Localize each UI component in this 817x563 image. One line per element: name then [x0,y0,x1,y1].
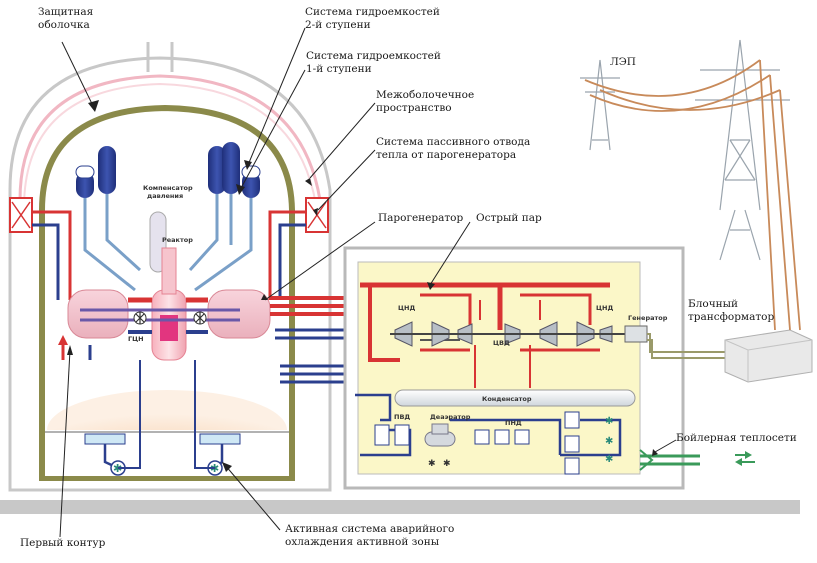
mcp-label: ГЦН [128,335,144,343]
pressurizer-label: Компенсатор [143,184,193,192]
svg-text:✱: ✱ [428,459,436,469]
generator [624,325,648,343]
steam-generator-right [207,289,271,339]
condenser [394,389,636,407]
power-cables [584,59,801,331]
label-power-line: ЛЭП [610,56,636,68]
lpc-left-label: ЦНД [398,304,415,312]
lpp-label: ПНД [505,419,522,427]
main-steam-lines [270,296,345,384]
svg-text:✱: ✱ [113,462,122,475]
hpp-label: ПВД [394,413,410,421]
leader-lines [59,27,677,538]
label-primary-circuit: Первый контур [20,537,106,549]
hall-steam-piping [360,282,610,375]
svg-text:✱: ✱ [605,454,613,465]
label-live-steam: Острый пар [476,212,542,224]
transformer-box [724,329,813,383]
annulus-line [18,74,322,201]
shell-chimney [146,42,174,72]
power-line [580,39,790,261]
lpc-right-label: ЦНД [596,304,613,312]
hydro-tanks-left [75,146,142,292]
condenser-label: Конденсатор [482,395,532,403]
svg-text:✱: ✱ [443,459,451,469]
svg-text:✱: ✱ [605,416,613,427]
label-district-heating: Бойлерная теплосети [676,432,797,444]
containment-floor [45,430,289,476]
deaerator-label: Деаэратор [430,413,471,421]
hpc-label: ЦВД [493,339,510,347]
steam-generator-left [67,289,129,339]
svg-text:✱: ✱ [605,436,613,447]
pressurizer-label-2: давления [147,192,183,200]
label-steam-generator: Парогенератор [378,212,464,224]
ground-slab [0,500,800,514]
annulus-line-inner [23,82,317,206]
generator-label: Генератор [628,314,668,322]
reactor-label: Реактор [162,236,193,244]
